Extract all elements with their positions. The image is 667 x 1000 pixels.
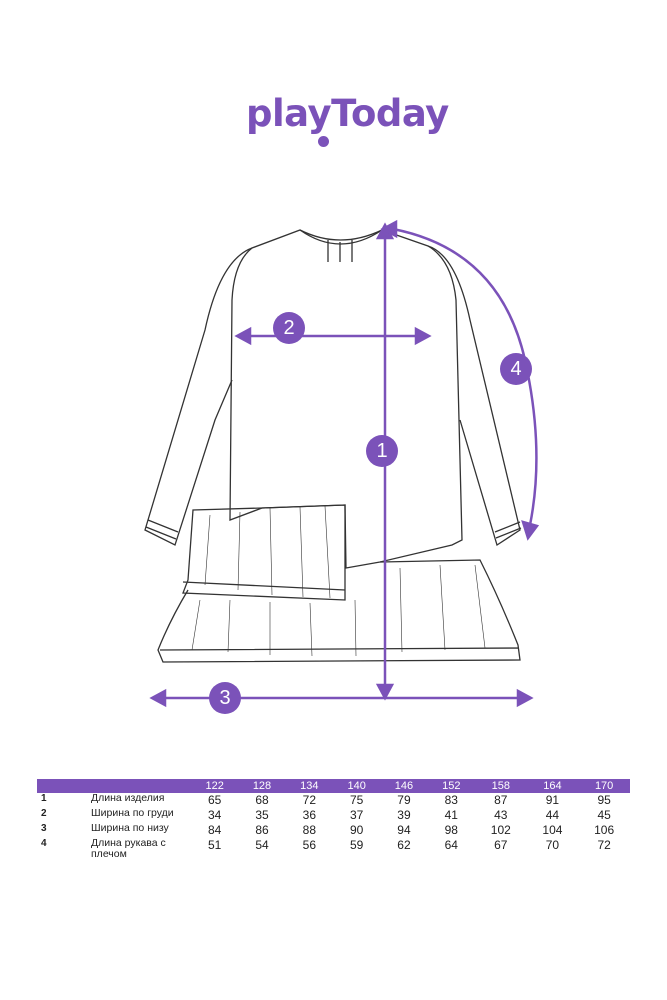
back-placket bbox=[327, 240, 353, 262]
row-label: Ширина по низу bbox=[91, 822, 169, 834]
cell-value: 91 bbox=[545, 793, 560, 807]
row-number: 4 bbox=[41, 838, 47, 849]
cell-value: 65 bbox=[207, 793, 222, 807]
cell-value: 87 bbox=[494, 793, 508, 807]
marker-length: 1 bbox=[366, 435, 398, 467]
cell-value: 34 bbox=[207, 808, 222, 822]
left-cuff bbox=[145, 519, 179, 540]
size-header-row: 122 128 134 140 146 152 158 164 170 bbox=[37, 779, 630, 793]
cell-value: 68 bbox=[255, 793, 269, 807]
size-col: 134 bbox=[300, 780, 319, 792]
cell-value: 67 bbox=[494, 838, 508, 852]
size-col: 128 bbox=[252, 780, 272, 792]
cell-value: 75 bbox=[349, 793, 364, 807]
cell-value: 37 bbox=[349, 808, 364, 822]
right-cuff bbox=[494, 521, 522, 539]
marker-sleeve: 4 bbox=[500, 353, 532, 385]
size-col: 152 bbox=[442, 780, 461, 792]
cell-value: 62 bbox=[397, 838, 411, 852]
size-col: 164 bbox=[543, 780, 562, 792]
row-label: Ширина по груди bbox=[91, 807, 174, 819]
cell-value: 70 bbox=[545, 838, 560, 852]
cell-value: 43 bbox=[494, 808, 508, 822]
cell-value: 104 bbox=[542, 823, 563, 837]
cell-value: 94 bbox=[397, 823, 411, 837]
cell-value: 83 bbox=[444, 793, 458, 807]
row-number: 3 bbox=[41, 823, 47, 834]
cell-value: 86 bbox=[255, 823, 269, 837]
logo-dot bbox=[318, 136, 329, 147]
marker-hem: 3 bbox=[209, 682, 241, 714]
cell-value: 39 bbox=[397, 808, 411, 822]
size-col: 170 bbox=[594, 780, 614, 792]
cell-value: 54 bbox=[255, 838, 269, 852]
size-col: 140 bbox=[347, 780, 366, 792]
dress-body-outline bbox=[229, 229, 463, 569]
left-sleeve bbox=[144, 247, 253, 546]
cell-value: 72 bbox=[597, 838, 611, 852]
table-row: 4 Длина рукава с плечом 51 54 56 59 62 64 67 70 72 bbox=[37, 838, 630, 860]
cell-value: 102 bbox=[490, 823, 511, 837]
cell-value: 106 bbox=[594, 823, 615, 837]
cell-value: 84 bbox=[207, 823, 222, 837]
cell-value: 95 bbox=[597, 793, 611, 807]
row-number: 1 bbox=[41, 793, 47, 804]
cell-value: 45 bbox=[597, 808, 611, 822]
cell-value: 90 bbox=[349, 823, 364, 837]
row-number: 2 bbox=[41, 808, 47, 819]
cell-value: 56 bbox=[302, 838, 316, 852]
right-sleeve bbox=[427, 245, 521, 547]
cell-value: 72 bbox=[302, 793, 316, 807]
lower-ruffle bbox=[157, 559, 521, 663]
neckline bbox=[299, 229, 383, 245]
cell-value: 59 bbox=[349, 838, 364, 852]
cell-value: 64 bbox=[444, 838, 458, 852]
cell-value: 88 bbox=[302, 823, 316, 837]
table-row: 1 Длина изделия 65 68 72 75 79 83 87 91 95 bbox=[37, 793, 630, 808]
cell-value: 51 bbox=[207, 838, 222, 852]
table-row: 3 Ширина по низу 84 86 88 90 94 98 102 104 106 bbox=[37, 823, 630, 838]
brand-logo: playToday bbox=[246, 92, 449, 135]
cell-value: 41 bbox=[444, 808, 458, 822]
size-col: 122 bbox=[205, 780, 224, 792]
ruffle-gathers bbox=[191, 505, 486, 657]
upper-ruffle bbox=[182, 504, 346, 601]
cell-value: 98 bbox=[444, 823, 458, 837]
cell-value: 44 bbox=[545, 808, 560, 822]
row-label: Длина рукава с плечом bbox=[91, 837, 166, 860]
row-label: Длина изделия bbox=[91, 792, 165, 804]
marker-chest: 2 bbox=[273, 312, 305, 344]
cell-value: 35 bbox=[255, 808, 269, 822]
table-row: 2 Ширина по груди 34 35 36 37 39 41 43 44 45 bbox=[37, 808, 630, 823]
cell-value: 36 bbox=[302, 808, 316, 822]
cell-value: 79 bbox=[397, 793, 411, 807]
size-col: 158 bbox=[491, 780, 510, 792]
size-col: 146 bbox=[394, 780, 414, 792]
